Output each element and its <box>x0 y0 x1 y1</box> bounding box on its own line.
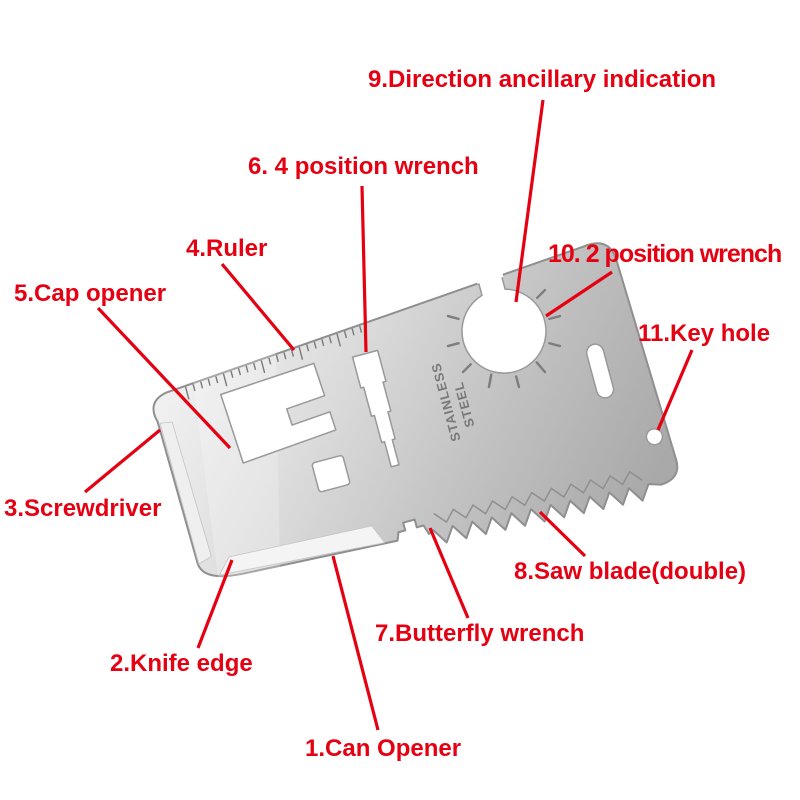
notch-opening <box>475 269 504 284</box>
four-position-wrench-slot <box>351 349 400 468</box>
callout-line-4-position <box>360 185 368 353</box>
callout-line-screwdriver <box>83 428 162 494</box>
callout-line-knife-edge <box>196 559 234 649</box>
saw-second-row <box>433 470 643 524</box>
callout-line-ruler <box>220 262 296 352</box>
label-cap-opener: 5.Cap opener <box>14 280 167 307</box>
callout-lines <box>83 99 694 731</box>
callout-line-key-hole <box>656 349 694 431</box>
callout-line-butterfly <box>428 527 470 619</box>
knife-edge-bevel <box>218 525 386 576</box>
callout-line-direction <box>514 99 545 303</box>
direction-indicator-rays <box>446 288 562 389</box>
label-direction-indication: 9.Direction ancillary indication <box>368 66 717 93</box>
label-can-opener: 1.Can Opener <box>305 735 462 762</box>
square-cutout <box>311 454 351 493</box>
multi-tool-card: STAINLESS STEEL <box>152 242 679 579</box>
label-4-position-wrench: 6. 4 position wrench <box>248 153 479 180</box>
label-knife-edge: 2.Knife edge <box>110 650 253 677</box>
wrench-slot <box>585 343 615 399</box>
label-key-hole: 11.Key hole <box>638 320 771 347</box>
callout-line-cap-opener <box>96 306 232 450</box>
screwdriver-bevel <box>159 421 212 565</box>
label-screwdriver: 3.Screwdriver <box>4 495 162 522</box>
callout-line-saw-blade <box>538 510 587 558</box>
ruler-ticks <box>184 325 363 400</box>
callout-line-can-opener <box>331 555 380 731</box>
callout-line-2-position <box>545 270 613 318</box>
label-ruler: 4.Ruler <box>186 235 268 262</box>
label-saw-blade: 8.Saw blade(double) <box>514 558 747 585</box>
label-butterfly-wrench: 7.Butterfly wrench <box>375 620 585 647</box>
can-opener-cutout <box>219 362 337 464</box>
key-hole <box>645 427 664 446</box>
two-position-wrench-hole <box>461 274 547 374</box>
label-2-position-wrench: 10. 2 position wrench <box>548 240 782 268</box>
